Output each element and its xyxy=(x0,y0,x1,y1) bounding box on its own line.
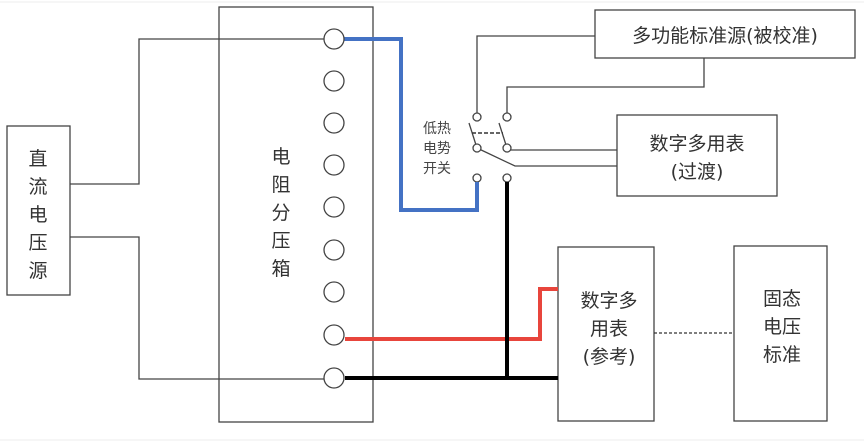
multifunction-standard-source: 多功能标准源(被校准) xyxy=(594,9,856,59)
switch-contact-mid-left xyxy=(472,143,482,153)
switch-label-1: 电势 xyxy=(423,141,451,157)
divider-label-2: 分 xyxy=(271,202,290,224)
divider-label-1: 阻 xyxy=(271,174,290,196)
switch-to-dmm-wire-2 xyxy=(476,147,617,167)
switch-to-source-wire-2 xyxy=(506,58,705,113)
switch-contact-bottom-right xyxy=(502,173,512,183)
dc-source-label-2: 电 xyxy=(28,204,47,226)
dc-source-label-1: 流 xyxy=(28,176,47,198)
switch-label-0: 低热 xyxy=(423,121,451,137)
switch-contact-mid-right xyxy=(502,143,512,153)
divider-label-0: 电 xyxy=(271,146,290,168)
dc-source-bottom-wire xyxy=(70,236,324,380)
divider-terminal-2[interactable] xyxy=(323,70,345,92)
multifunction-source-label: 多功能标准源(被校准) xyxy=(632,25,818,47)
divider-label-3: 压 xyxy=(271,230,290,252)
switch-contact-bottom-left xyxy=(472,173,482,183)
low-thermal-switch[interactable] xyxy=(468,112,512,183)
dmm-transfer-label-1: (过渡) xyxy=(671,161,724,183)
dc-source-label-0: 直 xyxy=(28,148,47,170)
dmm-reference-label-1: 用表 xyxy=(590,318,628,340)
divider-terminals xyxy=(323,28,345,389)
dmm-reference-label-0: 数字多 xyxy=(580,290,637,312)
red-wire xyxy=(345,287,558,341)
dc-source-label-3: 压 xyxy=(28,232,47,254)
divider-terminal-1[interactable] xyxy=(323,28,345,50)
blue-wire xyxy=(342,37,479,212)
dc-voltage-source: 直 流 电 压 源 xyxy=(6,125,71,296)
dmm-transfer: 数字多用表 (过渡) xyxy=(616,114,778,197)
resistive-divider-box: 电 阻 分 压 箱 xyxy=(218,6,374,423)
divider-terminal-5[interactable] xyxy=(323,196,345,218)
solid-standard-label-2: 标准 xyxy=(763,344,801,366)
solid-standard-label-1: 电压 xyxy=(763,316,801,338)
switch-contact-top-left xyxy=(472,112,482,122)
divider-terminal-8[interactable] xyxy=(323,324,345,346)
divider-terminal-3[interactable] xyxy=(323,112,345,134)
dmm-transfer-label-0: 数字多用表 xyxy=(649,133,744,155)
solid-state-voltage-standard: 固态 电压 标准 xyxy=(733,245,828,422)
switch-label-2: 开关 xyxy=(423,161,451,177)
divider-terminal-6[interactable] xyxy=(323,239,345,261)
dmm-reference: 数字多 用表 (参考) xyxy=(557,246,655,422)
dc-source-top-wire xyxy=(70,38,324,185)
solid-standard-label-0: 固态 xyxy=(763,288,801,310)
switch-contact-top-right xyxy=(502,112,512,122)
divider-label-4: 箱 xyxy=(271,258,290,280)
divider-terminal-4[interactable] xyxy=(323,154,345,176)
switch-to-source-wire-1 xyxy=(476,35,595,113)
dmm-reference-label-2: (参考) xyxy=(583,346,636,368)
divider-terminal-7[interactable] xyxy=(323,281,345,303)
divider-terminal-9[interactable] xyxy=(323,367,345,389)
dc-source-label-4: 源 xyxy=(28,260,47,282)
